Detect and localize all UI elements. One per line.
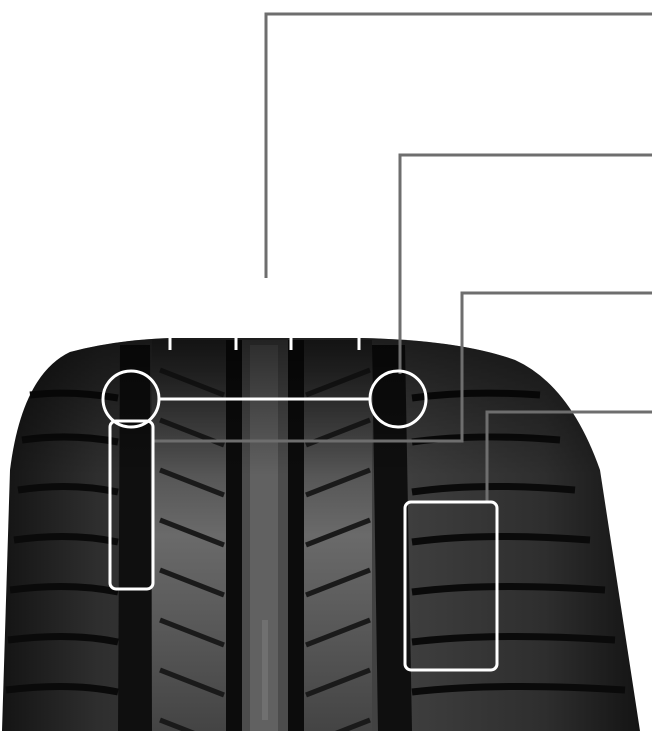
block-box bbox=[403, 500, 499, 672]
sipe-box bbox=[108, 419, 155, 591]
leader-lines bbox=[153, 12, 652, 502]
groove-bracket bbox=[168, 278, 361, 350]
leader-line-block bbox=[485, 410, 652, 502]
center-rib-marking bbox=[262, 620, 268, 720]
leader-line-sipe bbox=[153, 291, 652, 443]
highlights bbox=[101, 278, 499, 672]
leader-line-grooves bbox=[264, 12, 652, 278]
leader-line-junction bbox=[398, 153, 652, 374]
tread-top-shadow bbox=[2, 338, 640, 731]
